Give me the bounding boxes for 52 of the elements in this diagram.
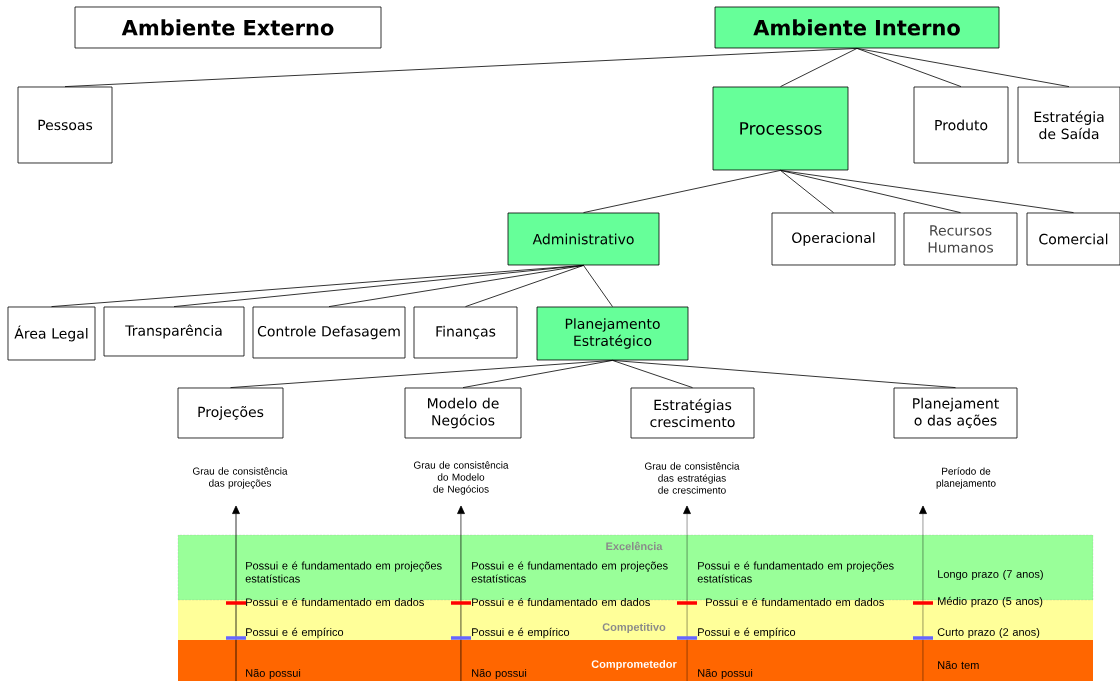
category-box: Pessoas [17,86,113,164]
category-box: Projeções [177,387,284,439]
category-box: Estratégias crescimento [630,387,755,439]
axis-caption: Período de planejamento [936,467,996,489]
category-box: Estratégia de Saída [1017,86,1120,164]
category-box: Área Legal [7,306,96,361]
category-box: Finanças [413,306,518,359]
category-box: Planejament o das ações [893,387,1018,439]
category-box: Ambiente Externo [74,6,382,49]
connector-line [583,265,613,307]
category-box: Controle Defasagem [252,306,406,359]
level-text: Possui e é fundamentado em projeções estatísticas [471,561,668,583]
axis-caption: Grau de consistência das projeções [193,467,288,489]
connector-line [64,48,858,87]
category-box: Operacional [771,212,896,266]
connector-line [780,170,1074,213]
category-box: Comercial [1026,212,1120,266]
level-text: Não tem [938,661,979,669]
level-text: Curto prazo (2 anos) [937,627,1040,639]
level-text: Longo prazo (7 anos) [938,569,1043,581]
category-box: Administrativo [507,212,660,266]
category-box: Transparência [103,306,245,357]
axis-caption: Grau de consistência do Modelo de Negócios [414,461,509,495]
category-box: Modelo de Negócios [404,387,522,439]
level-text: Possui e é fundamentado em projeções estatísticas [697,561,894,583]
category-box: Ambiente Interno [714,6,1000,49]
connector-line [328,265,584,307]
category-box: Processos [712,86,849,171]
level-text: Possui e é fundamentado em dados [706,597,884,607]
connector-line [612,360,693,388]
level-text: Possui e é fundamentado em dados [246,597,424,607]
category-box: Planejamento Estratégico [536,306,689,361]
connector-line [780,170,834,213]
level-text: Possui e é empírico [698,627,796,639]
axis-caption: Grau de consistência das estratégias de crescimento [645,462,740,494]
connector-line [780,170,961,213]
connector-line [462,360,613,388]
level-text: Possui e é fundamentado em dados [472,597,650,607]
level-text: Possui e é empírico [246,627,344,639]
connector-line [856,48,962,87]
level-text: Não possui [246,668,301,680]
connector-line [780,48,858,87]
category-box: Produto [913,86,1009,164]
connector-line [856,48,1070,87]
connector-line [612,360,956,388]
level-text: Possui e é fundamentado em projeções estatísticas [245,561,442,583]
connector-line [465,265,584,307]
level-text: Não possui [698,668,753,680]
level-text: Possui e é empírico [472,627,570,639]
category-box: Recursos Humanos [903,212,1018,266]
level-text: Não possui [472,668,527,680]
connector-line [583,170,781,213]
